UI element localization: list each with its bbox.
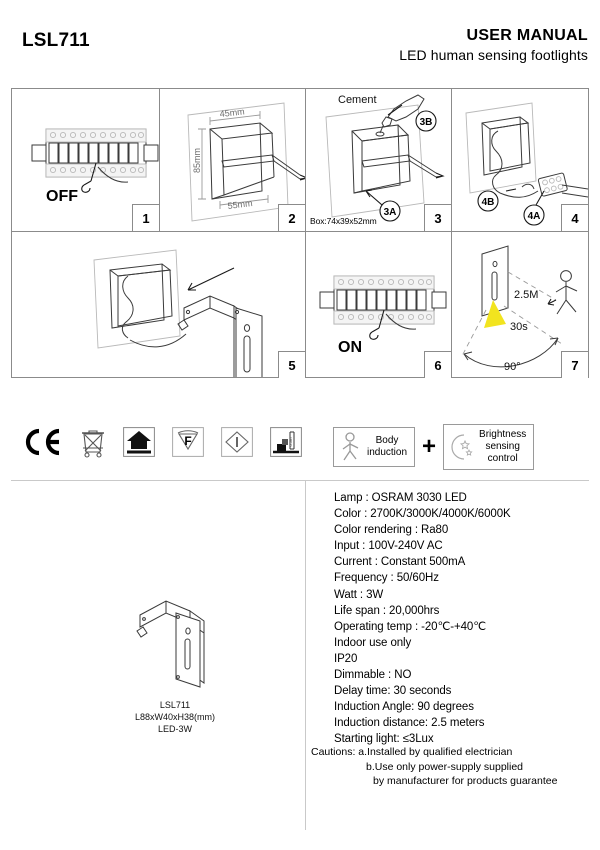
step-panel-2: 45mm 85mm 55mm 2 [160, 89, 306, 231]
specifications-list: Lamp : OSRAM 3030 LED Color : 2700K/3000… [334, 490, 596, 748]
walking-person-icon [342, 432, 359, 461]
step-number-5: 5 [278, 351, 305, 378]
step-6-caption: ON [338, 339, 362, 356]
step-7-angle: 90° [504, 361, 521, 373]
step-3-label-b: 3B [420, 117, 433, 128]
steps-row-bottom: 5 [12, 232, 588, 378]
spec-item: Frequency : 50/60Hz [334, 572, 439, 585]
caution-line-a: Cautions: a.Installed by qualified elect… [311, 746, 513, 758]
step-4-label-a: 4A [528, 211, 541, 222]
cert-icon-group: F 0.5m [23, 426, 302, 458]
cautions-block: Cautions: a.Installed by qualified elect… [311, 745, 596, 789]
spec-item: Color : 2700K/3000K/4000K/6000K [334, 508, 511, 521]
page-header: LSL711 USER MANUAL LED human sensing foo… [10, 26, 590, 78]
step-panel-6: ON 6 [306, 232, 452, 378]
spec-item: Current : Constant 500mA [334, 556, 466, 569]
product-model: LSL711 [159, 700, 191, 710]
step-7-delay: 30s [510, 321, 528, 333]
product-power: LED-3W [157, 724, 192, 734]
spec-item: Color rendering : Ra80 [334, 524, 449, 537]
fixture-mount-icon [93, 249, 263, 377]
badge-body-induction: Body induction [333, 427, 416, 467]
step-panel-5: 5 [12, 232, 306, 378]
spec-item: Delay time: 30 seconds [334, 685, 452, 698]
step-number-7: 7 [561, 351, 588, 378]
indoor-use-house-icon [123, 427, 155, 457]
installation-steps-grid: OFF 1 [11, 88, 589, 378]
step-3-note: Box:74x39x52mm [310, 216, 377, 226]
sensing-range-icon: 2.5M 30s 90° [461, 245, 578, 373]
step-3-caption: Cement [338, 94, 377, 106]
step-number-1: 1 [132, 204, 159, 231]
badge-line-2: induction [367, 447, 408, 458]
spec-item: Input : 100V-240V AC [334, 540, 443, 553]
step-number-6: 6 [424, 351, 451, 378]
spec-item: Indoor use only [334, 636, 412, 649]
dim-width: 45mm [219, 106, 245, 119]
step-number-3: 3 [424, 204, 451, 231]
spec-item: Dimmable : NO [334, 669, 412, 682]
ce-mark-icon [25, 428, 60, 456]
spec-item: Starting light: ≤3Lux [334, 733, 434, 746]
step-number-4: 4 [561, 204, 588, 231]
footlight-fixture-icon [136, 600, 205, 688]
minimum-distance-icon: 0.5m [270, 427, 302, 457]
step-1-caption: OFF [46, 188, 78, 205]
step-panel-7: 2.5M 30s 90° 7 [452, 232, 588, 378]
product-dimensions: L88xW40xH38(mm) [134, 712, 216, 722]
badge-body-induction-label: Body induction [367, 435, 407, 459]
wire-connector-icon: 4B 4A [465, 102, 588, 226]
step-4-label-b: 4B [482, 197, 495, 208]
svg-text:F: F [184, 434, 191, 448]
product-drawing [100, 595, 250, 691]
caution-line-b: b.Use only power-supply supplied [366, 760, 524, 773]
manual-subtitle: LED human sensing footlights [399, 47, 588, 63]
certification-row: F 0.5m [11, 424, 589, 478]
step-7-range: 2.5M [514, 289, 538, 301]
spec-item: Induction distance: 2.5 meters [334, 717, 485, 730]
light-cone [484, 300, 506, 328]
step-number-2: 2 [278, 204, 305, 231]
badge-line-1: Brightness [479, 429, 527, 440]
manual-title: USER MANUAL [466, 27, 588, 44]
breaker-panel-on-icon: ON [319, 275, 447, 356]
breaker-panel-off-icon: OFF [31, 128, 159, 205]
badge-line-2: sensing [485, 441, 520, 452]
steps-row-top: OFF 1 [12, 89, 588, 232]
spec-item: Operating temp : -20℃-+40℃ [334, 620, 487, 633]
dim-depth: 55mm [227, 198, 253, 211]
weee-crossed-bin-icon [82, 430, 104, 458]
step-3-label-a: 3A [384, 207, 397, 218]
feature-badge-group: Body induction + Brightness sensing cont… [333, 424, 535, 470]
vertical-divider [305, 480, 306, 830]
moon-stars-icon [451, 434, 473, 460]
step-panel-1: OFF 1 [12, 89, 160, 231]
svg-text:0.5m: 0.5m [288, 437, 293, 447]
spec-item: Lamp : OSRAM 3030 LED [334, 492, 467, 504]
cement-box-install-icon: 3A 3B Cement [325, 94, 445, 222]
caution-line-c: by manufacturer for products guarantee [373, 775, 558, 787]
horizontal-divider [11, 480, 589, 481]
product-block: LSL711 L88xW40xH38(mm) LED-3W [100, 595, 250, 735]
spec-item: IP20 [334, 652, 358, 665]
badge-line-3: control [487, 453, 518, 464]
f-mark-flammable-surface-icon: F [172, 427, 204, 457]
dim-height: 85mm [192, 148, 202, 173]
plus-symbol: + [422, 433, 437, 460]
class-1-diamond-icon [221, 427, 253, 457]
model-code: LSL711 [22, 30, 90, 51]
spec-item: Watt : 3W [334, 588, 384, 601]
badge-brightness-sensing: Brightness sensing control [443, 424, 535, 470]
spec-item: Induction Angle: 90 degrees [334, 701, 474, 714]
step-panel-4: 4B 4A 4 [452, 89, 588, 231]
product-label: LSL711 L88xW40xH38(mm) LED-3W [100, 699, 250, 735]
spec-item: Life span : 20,000hrs [334, 604, 440, 617]
badge-brightness-label: Brightness sensing control [479, 429, 526, 465]
badge-line-1: Body [375, 435, 399, 446]
step-panel-3: 3A 3B Cement Box:74x39x52mm 3 [306, 89, 452, 231]
title-block: USER MANUAL LED human sensing footlights [399, 26, 588, 65]
